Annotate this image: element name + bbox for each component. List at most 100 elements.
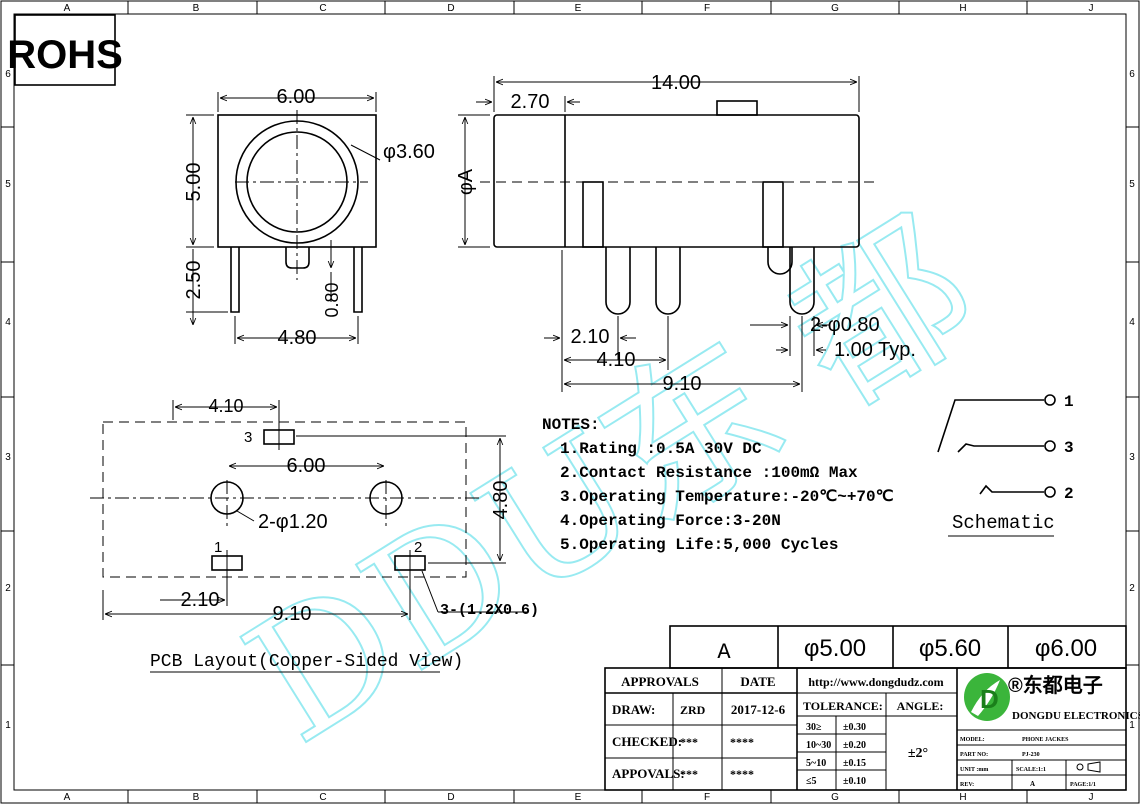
- zone-label: F: [704, 792, 710, 803]
- tb-angle: ANGLE:: [897, 699, 944, 713]
- zone-label: 5: [5, 179, 11, 190]
- company-logo: D: [964, 673, 1010, 721]
- dim-side-pin2: 4.10: [597, 349, 636, 371]
- pcb-dim-hole-diameter: 2-φ1.20: [258, 511, 328, 533]
- zone-label: 2: [5, 583, 11, 594]
- tb-unit: UNIT :mm: [960, 767, 988, 773]
- tb-scale: SCALE:1:1: [1016, 767, 1046, 773]
- tb-row-name: ZRD: [680, 703, 706, 717]
- dim-table-a: A: [717, 640, 731, 665]
- zone-label: 6: [1129, 69, 1135, 80]
- tb-part: PJ-230: [1022, 752, 1040, 758]
- tb-row-label: DRAW:: [612, 702, 655, 717]
- zone-label: H: [959, 3, 966, 14]
- tb-row-date: ****: [730, 767, 754, 781]
- dim-pin-width: 0.80: [322, 282, 342, 317]
- tb-tol-range: 10~30: [806, 740, 831, 751]
- rohs-label: ROHS: [7, 33, 123, 77]
- tb-tolerance: TOLERANCE:: [803, 699, 883, 713]
- tb-date: DATE: [740, 674, 775, 689]
- note-item: 1.Rating :0.5A 30V DC: [560, 440, 762, 458]
- note-item: 4.Operating Force:3-20N: [560, 512, 781, 530]
- zone-label: G: [831, 792, 839, 803]
- dim-side-pin-diameter: 2-φ0.80: [810, 314, 880, 336]
- tb-row-name: ***: [680, 735, 698, 749]
- tb-tol-value: ±0.30: [843, 722, 866, 733]
- pcb-dim-pads: 3-(1.2X0.6): [440, 602, 539, 619]
- zone-label: G: [831, 3, 839, 14]
- dim-side-pin1: 2.10: [571, 326, 610, 348]
- notes: NOTES: 1.Rating :0.5A 30V DC 2.Contact R…: [542, 416, 894, 554]
- zone-label: D: [447, 792, 454, 803]
- tb-row-name: ***: [680, 767, 698, 781]
- notes-heading: NOTES:: [542, 416, 600, 434]
- zone-label: A: [64, 3, 71, 14]
- tb-model-label: MODEL:: [960, 737, 985, 743]
- pcb-dim-top: 4.10: [208, 396, 243, 416]
- dim-table-value: φ5.60: [919, 635, 981, 662]
- zone-label: J: [1089, 3, 1094, 14]
- tb-approvals: APPROVALS: [621, 674, 699, 689]
- zone-label: 4: [1129, 317, 1135, 328]
- pcb-dim-height: 4.80: [490, 481, 512, 520]
- zone-label: B: [193, 3, 200, 14]
- pcb-dim-left: 2.10: [181, 589, 220, 611]
- schematic: 1 3 2 Schematic: [937, 393, 1074, 537]
- zone-label: 4: [5, 317, 11, 328]
- zone-label: C: [319, 792, 326, 803]
- zone-label: 6: [5, 69, 11, 80]
- pcb-layout: 1 2 3 4.10 6.00 4.80 2-φ1.20 2.10 9.10 3…: [90, 396, 539, 673]
- tb-tol-range: 5~10: [806, 758, 826, 769]
- tb-url: http://www.dongdudz.com: [808, 675, 943, 689]
- zone-label: 5: [1129, 179, 1135, 190]
- zone-label: B: [193, 792, 200, 803]
- tb-tol-range: 30≥: [806, 722, 822, 733]
- schematic-pin-1: 1: [1064, 393, 1074, 411]
- zone-label: 1: [1129, 720, 1135, 731]
- pcb-pad-label-3: 3: [244, 429, 252, 446]
- tb-page: PAGE:1/1: [1070, 782, 1096, 788]
- tb-rev-label: REV:: [960, 782, 974, 788]
- dim-side-typ: 1.00 Typ.: [834, 339, 916, 361]
- pcb-dim-total: 9.10: [273, 603, 312, 625]
- zone-label: J: [1089, 792, 1094, 803]
- zone-label: E: [575, 3, 582, 14]
- tb-angle-value: ±2°: [908, 746, 928, 761]
- zone-label: A: [64, 792, 71, 803]
- pcb-hole-right: [369, 481, 403, 515]
- schematic-pin-2: 2: [1064, 485, 1074, 503]
- dim-table-value: φ6.00: [1035, 635, 1097, 662]
- tb-tol-value: ±0.20: [843, 740, 866, 751]
- note-item: 5.Operating Life:5,000 Cycles: [560, 536, 838, 554]
- dimension-table: A φ5.00 φ5.60 φ6.00: [669, 625, 1127, 669]
- zone-label: 3: [1129, 452, 1135, 463]
- note-item: 3.Operating Temperature:-20℃~+70℃: [560, 488, 894, 506]
- watermark: DDU东 都: [215, 185, 1007, 782]
- tb-rev: A: [1030, 780, 1035, 788]
- zone-label: D: [447, 3, 454, 14]
- pcb-dim-holes: 6.00: [287, 455, 326, 477]
- front-view: 6.00 5.00 2.50 φ3.60 0.80 4.80: [183, 86, 435, 349]
- dim-front-height: 5.00: [183, 163, 205, 202]
- logo-d-icon: D: [980, 684, 999, 714]
- tb-company-en: DONGDU ELECTRONICS: [1012, 710, 1140, 722]
- dim-side-diameter: φA: [455, 168, 477, 195]
- tb-part-label: PART NO:: [960, 752, 988, 758]
- pcb-title: PCB Layout(Copper-Sided View): [150, 652, 463, 672]
- pcb-pad-label-1: 1: [214, 539, 222, 556]
- rohs-mark: ROHS: [7, 14, 123, 86]
- tb-row-date: ****: [730, 735, 754, 749]
- tb-model: PHONE JACKES: [1022, 737, 1069, 743]
- dim-side-offset: 2.70: [511, 91, 550, 113]
- dim-side-length: 14.00: [651, 72, 701, 94]
- tb-row-date: 2017-12-6: [731, 702, 786, 717]
- tb-tol-range: ≤5: [806, 776, 817, 787]
- title-block: APPROVALS DATE DRAW: ZRD 2017-12-6 CHECK…: [604, 667, 1140, 791]
- tb-row-label: CHECKED:: [612, 734, 682, 749]
- note-item: 2.Contact Resistance :100mΩ Max: [560, 464, 858, 482]
- side-view: 14.00 2.70 φA 2.10 4.10 9.10 2-φ0.80 1.0…: [455, 72, 916, 395]
- zone-label: E: [575, 792, 582, 803]
- dim-front-width: 6.00: [277, 86, 316, 108]
